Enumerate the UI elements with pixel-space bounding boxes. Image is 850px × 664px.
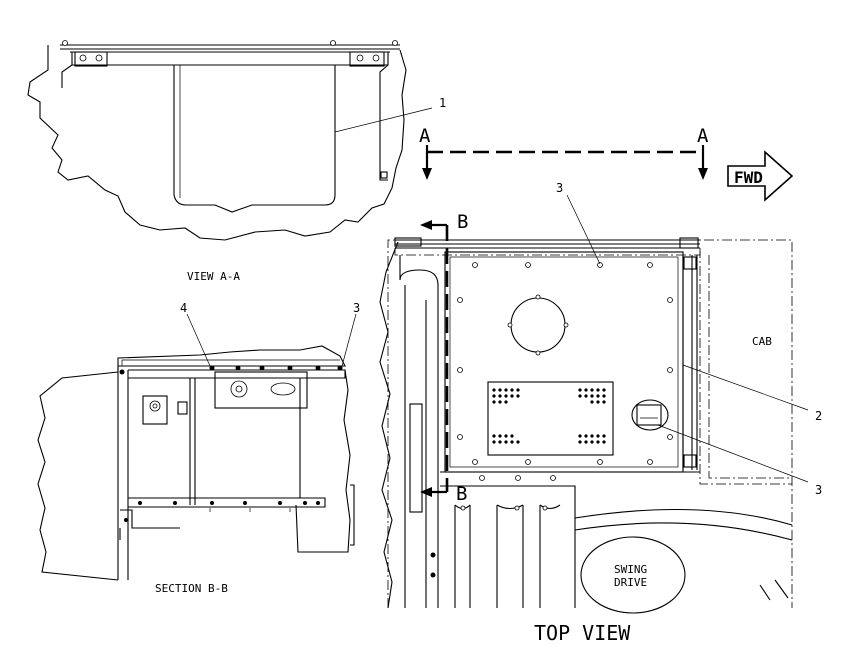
fwd-arrow-icon <box>727 150 794 202</box>
section-bb-title: SECTION B-B <box>155 582 228 595</box>
top-view-title: TOP VIEW <box>534 621 631 645</box>
cab-label: CAB <box>752 335 772 348</box>
swing-drive-label-line2: DRIVE <box>614 576 647 589</box>
callout-viewaa-1: 1 <box>439 96 446 110</box>
section-line-bb <box>420 220 449 497</box>
callout-section-4: 4 <box>180 301 187 315</box>
view-aa-drawing <box>27 40 433 241</box>
callout-top-3-lower: 3 <box>815 483 822 497</box>
view-aa-title: VIEW A-A <box>187 270 240 283</box>
section-mark-a-left: A <box>419 125 431 147</box>
callout-top-2: 2 <box>815 409 822 423</box>
section-mark-b-top: B <box>457 211 468 233</box>
section-mark-b-bottom: B <box>456 483 467 505</box>
fwd-label: FWD <box>734 168 763 187</box>
section-line-aa <box>422 145 708 180</box>
callout-top-3-upper: 3 <box>556 181 563 195</box>
callout-section-3: 3 <box>353 301 360 315</box>
top-view-drawing <box>379 194 809 614</box>
swing-drive-label-line1: SWING <box>614 563 647 576</box>
section-bb-drawing <box>37 313 357 581</box>
section-mark-a-right: A <box>697 125 709 147</box>
